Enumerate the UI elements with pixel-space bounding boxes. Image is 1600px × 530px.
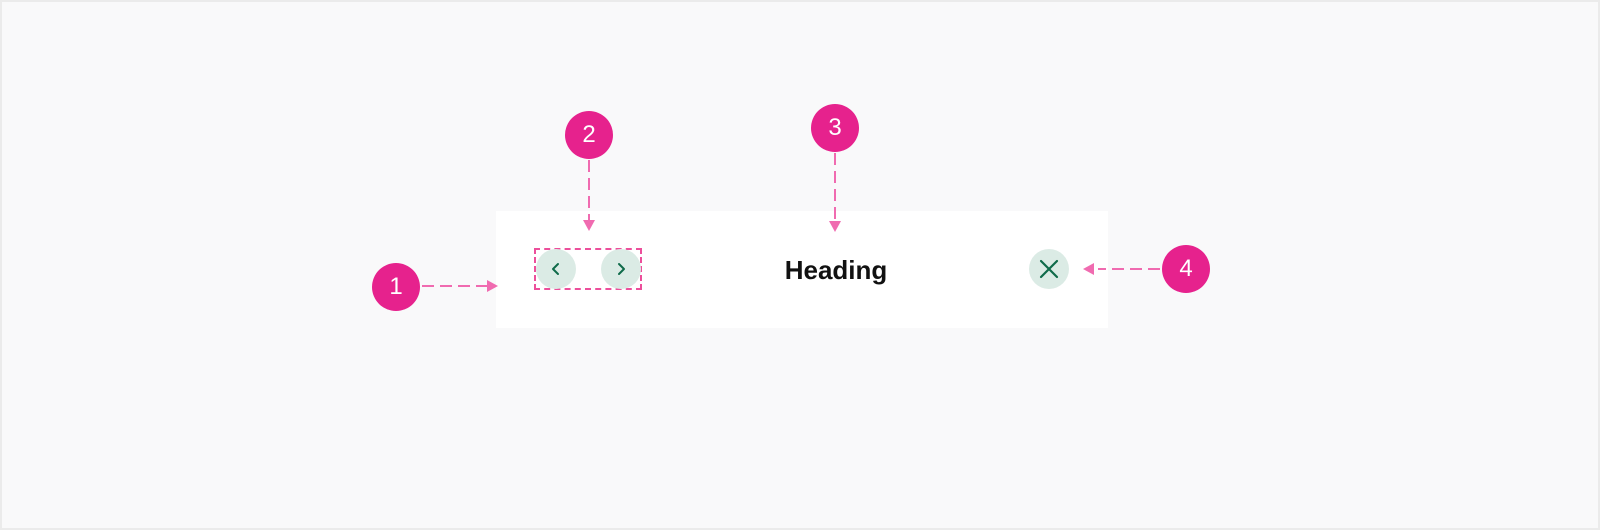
modal-header-bar (496, 211, 1108, 328)
header-heading: Heading (784, 255, 888, 285)
previous-button[interactable] (536, 249, 576, 289)
navigation-group-highlight (534, 248, 642, 290)
next-button[interactable] (601, 249, 641, 289)
callout-marker-2: 2 (565, 111, 613, 159)
callout-marker-3: 3 (811, 104, 859, 152)
callout-marker-1: 1 (372, 263, 420, 311)
chevron-left-icon (552, 263, 559, 275)
chevron-right-icon (618, 263, 625, 275)
close-button[interactable] (1029, 249, 1069, 289)
callout-marker-4: 4 (1162, 245, 1210, 293)
close-icon (1039, 259, 1059, 279)
